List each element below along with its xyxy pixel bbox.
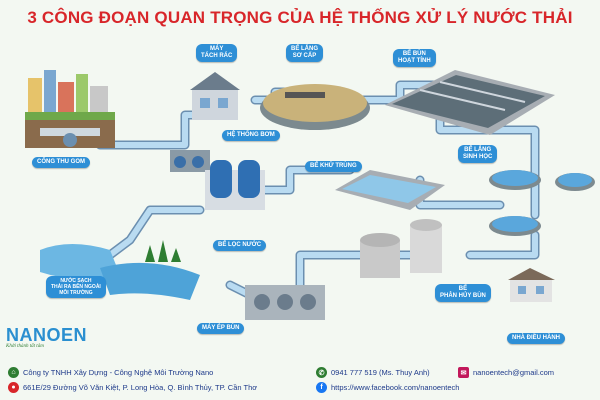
location-pin-icon: ● xyxy=(8,382,19,393)
pump-station-illustration xyxy=(170,150,210,172)
facebook-row: f https://www.facebook.com/nanoentech xyxy=(316,382,459,393)
label-he-thong-bom: HỆ THỐNG BƠM xyxy=(222,130,280,141)
city-sewer-illustration xyxy=(25,70,115,148)
label-be-lang-sinh-hoc: BỂ LẮNG SINH HỌC xyxy=(458,145,498,163)
logo-tagline: Khởi thành tất tâm xyxy=(6,344,44,349)
label-line: MÁY xyxy=(210,46,224,52)
contact-footer: ⌂ Công ty TNHH Xây Dựng - Công Nghệ Môi … xyxy=(0,346,600,400)
page-title: 3 CÔNG ĐOẠN QUAN TRỌNG CỦA HỆ THỐNG XỬ L… xyxy=(27,8,573,27)
label-line: BỂ xyxy=(458,286,468,292)
phone-row: ✆ 0941 777 519 (Ms. Thuy Anh) xyxy=(316,367,430,378)
phone-icon: ✆ xyxy=(316,367,327,378)
label-may-tach-rac: MÁY TÁCH RÁC xyxy=(196,44,238,62)
label-line: BỂ LẮNG xyxy=(464,147,492,153)
label-may-ep-bun: MÁY ÉP BÙN xyxy=(197,323,245,334)
email-row: ✉ nanoentech@gmail.com xyxy=(458,367,554,378)
facebook-link[interactable]: https://www.facebook.com/nanoentech xyxy=(331,383,460,392)
label-line: MÔI TRƯỜNG xyxy=(59,290,93,296)
label-line: PHÂN HỦY BÙN xyxy=(440,293,486,299)
operation-house-illustration xyxy=(508,268,555,302)
phone-number: 0941 777 519 (Ms. Thuy Anh) xyxy=(331,368,430,377)
label-be-phan-huy-bun: BỂ PHÂN HỦY BÙN xyxy=(435,284,491,302)
disinfection-tank-illustration xyxy=(335,170,445,210)
primary-clarifier-illustration xyxy=(260,84,370,130)
sludge-press-illustration xyxy=(245,285,325,320)
activated-sludge-tank-illustration xyxy=(385,70,555,135)
label-nha-dieu-hanh: NHÀ ĐIỀU HÀNH xyxy=(507,333,565,344)
address-row: ● 661E/29 Đường Võ Văn Kiệt, P. Long Hòa… xyxy=(8,382,257,393)
label-be-lang-so-cap: BỂ LẮNG SƠ CẤP xyxy=(286,44,323,62)
label-line: SƠ CẤP xyxy=(292,53,317,59)
river-outlet-illustration xyxy=(40,240,200,300)
secondary-clarifiers-illustration xyxy=(489,170,595,236)
label-be-loc-nuoc: BỂ LỌC NƯỚC xyxy=(213,240,267,251)
label-line: SINH HỌC xyxy=(463,154,493,160)
facebook-icon: f xyxy=(316,382,327,393)
label-line: HOẠT TÍNH xyxy=(398,58,431,64)
email-icon: ✉ xyxy=(458,367,469,378)
label-cong-thu-gom: CỐNG THU GOM xyxy=(32,157,90,168)
label-be-bun-hoat-tinh: BỂ BÙN HOẠT TÍNH xyxy=(393,49,436,67)
label-line: THẢI RA BÊN NGOÀI xyxy=(51,284,101,290)
label-line: TÁCH RÁC xyxy=(201,53,233,59)
address-text: 661E/29 Đường Võ Văn Kiệt, P. Long Hòa, … xyxy=(23,383,258,392)
logo-name: NANOEN xyxy=(6,325,88,345)
sludge-digester-illustration xyxy=(360,219,442,278)
email-address[interactable]: nanoentech@gmail.com xyxy=(473,368,554,377)
label-line: NƯỚC SẠCH xyxy=(60,278,92,284)
company-name: Công ty TNHH Xây Dựng - Công Nghệ Môi Tr… xyxy=(23,368,214,377)
label-line: BỂ LẮNG xyxy=(291,46,318,52)
filtration-tanks-illustration xyxy=(205,160,265,210)
company-logo: NANOEN Khởi thành tất tâm xyxy=(6,325,88,356)
label-be-khu-trung: BỂ KHỬ TRÙNG xyxy=(305,161,362,172)
screening-machine-illustration xyxy=(190,72,240,120)
label-line: BỂ BÙN xyxy=(402,51,426,57)
label-nuoc-sach: NƯỚC SẠCH THẢI RA BÊN NGOÀI MÔI TRƯỜNG xyxy=(46,276,106,298)
building-icon: ⌂ xyxy=(8,367,19,378)
company-row: ⌂ Công ty TNHH Xây Dựng - Công Nghệ Môi … xyxy=(8,367,213,378)
